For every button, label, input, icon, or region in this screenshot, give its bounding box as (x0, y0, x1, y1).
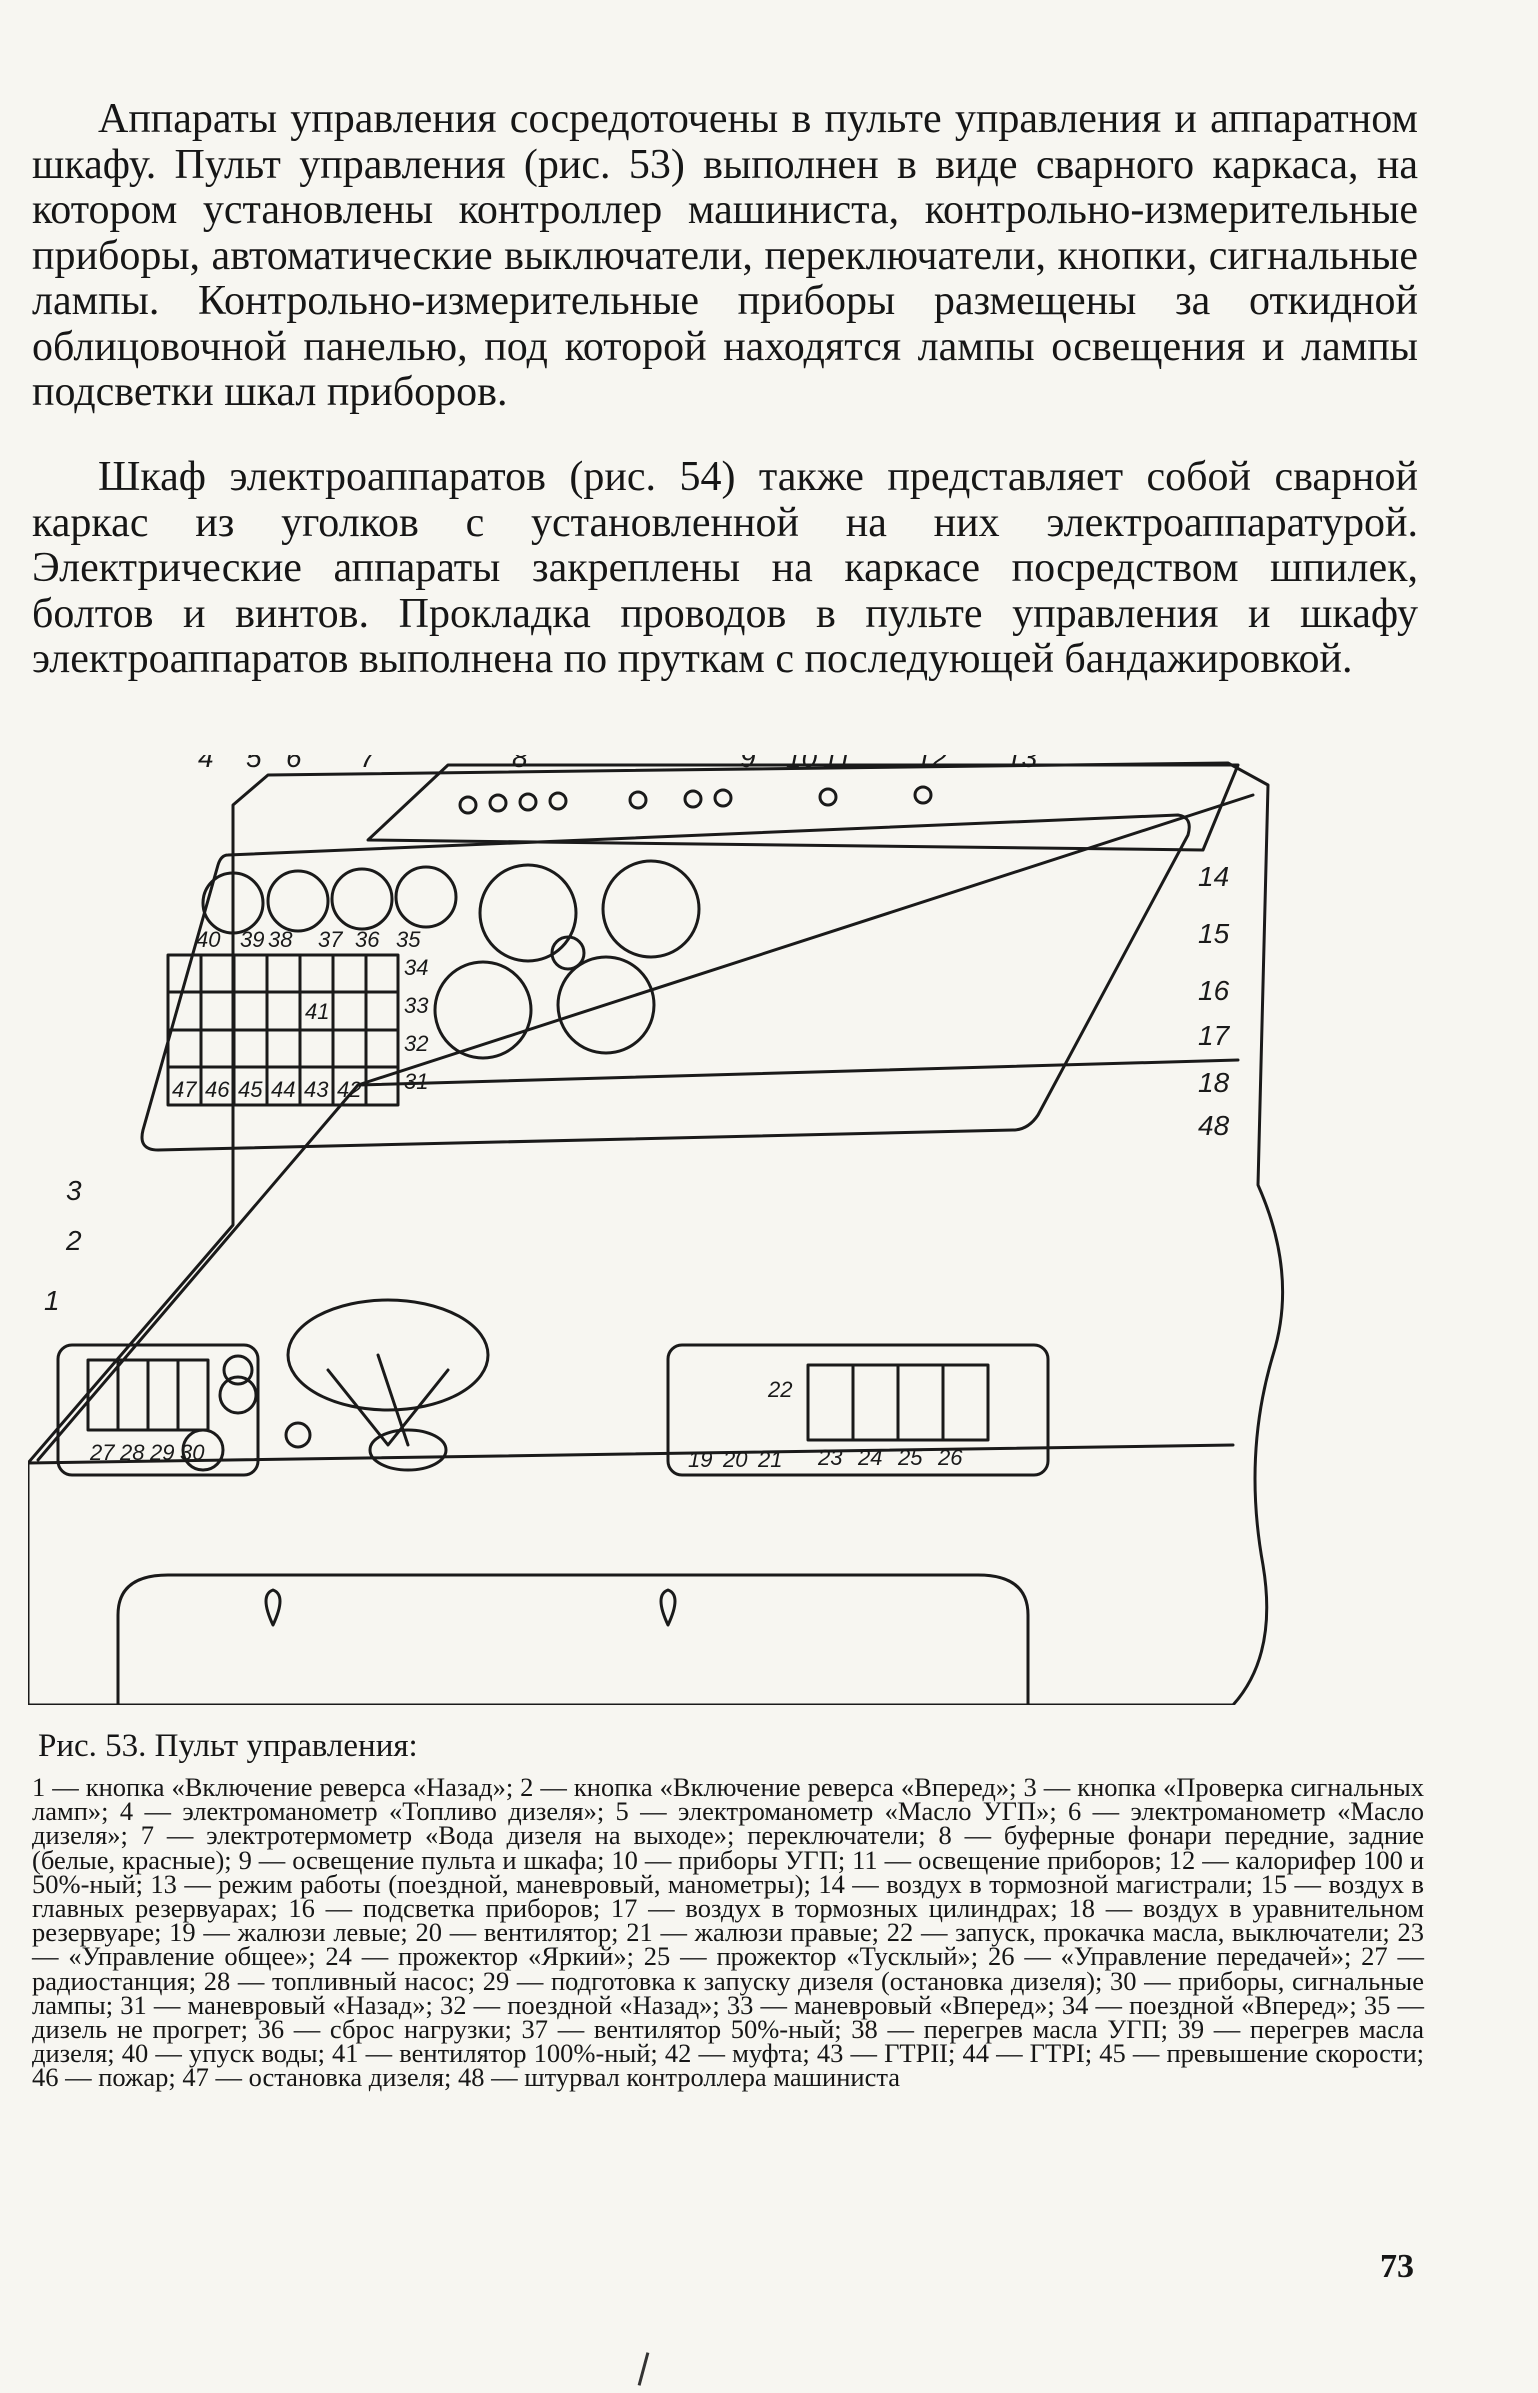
grid-label-43: 43 (304, 1077, 329, 1102)
grid-label-33: 33 (404, 993, 429, 1018)
callout-12: 12 (916, 755, 948, 773)
gauge-label-36: 36 (355, 927, 380, 952)
button-3 (222, 1354, 254, 1386)
button-2 (218, 1375, 258, 1415)
grid-label-34: 34 (404, 955, 428, 980)
grid-label-47: 47 (172, 1077, 197, 1102)
gauge-label-39: 39 (240, 927, 264, 952)
small-gauges (201, 865, 458, 935)
callout-1: 1 (44, 1285, 60, 1316)
callout-13: 13 (1006, 755, 1038, 773)
grid-label-44: 44 (271, 1077, 295, 1102)
key-label-23: 23 (817, 1445, 843, 1470)
large-gauges (433, 859, 701, 1060)
gauge-label-37: 37 (318, 927, 343, 952)
callout-2: 2 (65, 1225, 82, 1256)
callout-9: 9 (740, 755, 756, 773)
key-label-29: 29 (149, 1440, 174, 1465)
small-knob (284, 1421, 312, 1449)
console-body (28, 761, 1285, 1705)
switch-label-21: 21 (757, 1447, 782, 1472)
button-1 (181, 1428, 225, 1472)
callout-18: 18 (1198, 1067, 1230, 1098)
callout-15: 15 (1198, 918, 1230, 949)
front-skirt (28, 1443, 1235, 1705)
gauge-label-40: 40 (196, 927, 221, 952)
controller-wheel-48 (286, 1298, 490, 1412)
switch-label-19: 19 (688, 1447, 712, 1472)
right-keys (806, 1363, 990, 1442)
gauge-label-35: 35 (396, 927, 421, 952)
right-control-block (666, 1343, 1050, 1477)
grid-label-41: 41 (305, 999, 329, 1024)
callout-14: 14 (1198, 861, 1229, 892)
key-label-28: 28 (119, 1440, 145, 1465)
control-panel-illustration: 4 5 6 7 8 9 10 11 12 13 14 15 16 17 18 4… (28, 755, 1285, 1705)
gauge-label-38: 38 (268, 927, 293, 952)
switch-label-20: 20 (722, 1447, 748, 1472)
callout-10: 10 (786, 755, 818, 773)
desk-top (36, 793, 1255, 1462)
callout-8: 8 (512, 755, 528, 773)
key-label-27: 27 (89, 1440, 115, 1465)
callout-3: 3 (66, 1175, 82, 1206)
callout-17: 17 (1198, 1020, 1231, 1051)
signal-lamp-grid (166, 953, 400, 1107)
callout-48: 48 (1198, 1110, 1230, 1141)
latch-left (264, 1588, 282, 1627)
switch-label-22: 22 (767, 1377, 792, 1402)
callout-6: 6 (286, 755, 302, 773)
key-label-24: 24 (857, 1445, 882, 1470)
instrument-panel (140, 813, 1191, 1152)
grid-label-31: 31 (404, 1069, 428, 1094)
key-label-25: 25 (897, 1445, 923, 1470)
left-keys (86, 1358, 210, 1432)
callout-16: 16 (1198, 975, 1230, 1006)
grid-label-42: 42 (337, 1077, 361, 1102)
key-label-30: 30 (180, 1440, 205, 1465)
body-paragraph-1: Аппараты управления сосредоточены в пуль… (32, 96, 1418, 415)
figure-caption-title: Рис. 53. Пульт управления: (38, 1728, 418, 1764)
key-label-26: 26 (937, 1445, 963, 1470)
figure-caption-legend: 1 — кнопка «Включение реверса «Назад»; 2… (32, 1772, 1424, 2093)
callout-11: 11 (823, 755, 852, 773)
callout-4: 4 (198, 755, 214, 773)
latch-right (659, 1588, 677, 1627)
stray-ink-mark (637, 2352, 650, 2386)
grid-label-45: 45 (238, 1077, 263, 1102)
grid-label-32: 32 (404, 1031, 428, 1056)
switch-strip (366, 763, 1240, 852)
callout-5: 5 (246, 755, 262, 773)
left-control-block (56, 1343, 260, 1477)
grid-label-46: 46 (205, 1077, 230, 1102)
page-number: 73 (1380, 2248, 1414, 2285)
callout-7: 7 (360, 755, 377, 773)
strip-toggle-switches (458, 785, 933, 815)
body-paragraph-2: Шкаф электроаппаратов (рис. 54) также пр… (32, 454, 1418, 682)
